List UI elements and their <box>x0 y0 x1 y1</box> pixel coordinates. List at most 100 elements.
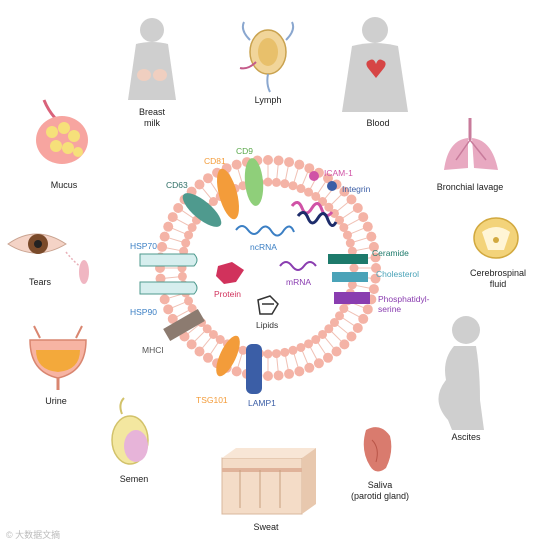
saliva-label: Saliva (parotid gland) <box>350 480 410 501</box>
lipid-head-inner <box>202 324 212 334</box>
protein-label: Protein <box>214 289 241 299</box>
lipid-tail <box>164 276 179 279</box>
lipid-head-inner <box>342 230 352 240</box>
lipid-head-inner <box>304 187 314 197</box>
lymph-node-icon <box>239 21 295 93</box>
lipid-head-outer <box>284 157 295 168</box>
cd63-label: CD63 <box>166 180 188 190</box>
lipid-head-inner <box>318 329 328 339</box>
lipid-head-inner <box>339 304 349 314</box>
hsp90-label: HSP90 <box>130 307 157 317</box>
integrin-label: Integrin <box>342 184 371 194</box>
lipid-head-outer <box>313 358 324 369</box>
lipid-head-outer <box>194 179 205 190</box>
lipid-head-outer <box>368 241 379 252</box>
lipid-tail <box>285 356 289 371</box>
lipid-head-inner <box>311 335 321 345</box>
lipid-tail <box>342 317 355 327</box>
icam1-label: ICAM-1 <box>324 168 353 178</box>
lungs-icon <box>444 118 498 170</box>
lipid-head-outer <box>358 313 369 324</box>
lipid-head-inner <box>187 222 197 232</box>
mrna-strand <box>279 261 317 271</box>
lipid-tail <box>293 168 299 183</box>
mhci-label: MHCI <box>142 345 164 355</box>
tears-label: Tears <box>28 277 52 287</box>
tsg101-label: TSG101 <box>196 395 228 405</box>
lipid-tail <box>209 181 219 194</box>
cholesterol-label: Cholesterol <box>376 269 419 279</box>
sweat-label: Sweat <box>253 522 279 532</box>
lipid-head-outer <box>368 284 379 295</box>
lipid-head-outer <box>231 159 242 170</box>
lipid-tail <box>342 209 355 219</box>
lipid-head-outer <box>163 221 174 232</box>
lipid-tail <box>356 247 371 251</box>
lipid-head-inner <box>324 202 334 212</box>
lipid-head-inner <box>280 347 290 357</box>
lipid-head-outer <box>173 202 184 213</box>
breast-milk-icon <box>128 18 176 100</box>
lipid-head-inner <box>335 311 345 321</box>
lipid-tail <box>276 164 279 179</box>
lipid-head-outer <box>294 366 305 377</box>
lipid-tail <box>176 309 189 318</box>
lipid-head-inner <box>329 208 339 218</box>
lipid-head-inner <box>345 238 355 248</box>
lipid-tail <box>168 293 183 299</box>
lymph-label: Lymph <box>254 95 282 105</box>
lipid-tail <box>285 165 289 180</box>
lipid-head-inner <box>311 191 321 201</box>
lipid-head-outer <box>323 352 334 363</box>
protein-cargo <box>216 262 244 284</box>
lipid-tail <box>168 237 183 243</box>
lipid-head-outer <box>159 294 170 305</box>
lipid-head-outer <box>157 241 168 252</box>
testis-icon <box>111 397 149 465</box>
lipid-head-outer <box>202 352 213 363</box>
lipid-tail <box>337 324 349 335</box>
lipid-head-outer <box>331 346 342 357</box>
lipid-tail <box>237 168 243 183</box>
lipid-tail <box>353 237 368 243</box>
cd81-label: CD81 <box>204 156 226 166</box>
lipid-head-outer <box>273 370 284 381</box>
lipid-head-outer <box>263 155 273 165</box>
phosphatidylserine-label: Phosphatidyl- serine <box>378 294 430 314</box>
ascites-body-icon <box>438 316 484 430</box>
lipid-head-inner <box>280 179 290 189</box>
lipid-tail <box>309 347 318 360</box>
semen-label: Semen <box>119 474 149 484</box>
lipid-head-outer <box>352 323 363 334</box>
lipid-tail <box>237 353 243 368</box>
lipid-head-outer <box>202 173 213 184</box>
urine-label: Urine <box>45 396 67 406</box>
lipid-head-outer <box>167 313 178 324</box>
lipid-tail <box>165 247 180 251</box>
cd81-protein <box>217 168 239 220</box>
watermark: © 大数据文摘 <box>6 530 61 540</box>
lipid-tail <box>301 171 309 186</box>
blood-label: Blood <box>366 118 390 128</box>
lipid-head-inner <box>181 238 191 248</box>
lipid-tail <box>347 309 360 318</box>
icam1-integrin-protein <box>290 171 338 227</box>
lipid-head-inner <box>339 222 349 232</box>
ascites-label: Ascites <box>451 432 481 442</box>
cd9-protein <box>244 158 264 206</box>
lipid-head-outer <box>263 371 273 381</box>
lipid-head-inner <box>208 197 218 207</box>
lipid-tail <box>356 285 371 289</box>
lipid-head-inner <box>349 263 359 273</box>
lamp1-label: LAMP1 <box>248 398 276 408</box>
mhci-protein <box>163 308 205 342</box>
lipid-head-outer <box>167 212 178 223</box>
lipid-head-inner <box>271 177 281 187</box>
parotid-gland-icon <box>363 427 392 472</box>
lipid-tail <box>187 324 199 335</box>
lipid-tail <box>331 331 342 342</box>
lipid-tail <box>201 187 212 199</box>
cd9-label: CD9 <box>236 146 254 156</box>
lipid-tail <box>171 301 186 309</box>
exosome-membrane <box>155 155 381 381</box>
